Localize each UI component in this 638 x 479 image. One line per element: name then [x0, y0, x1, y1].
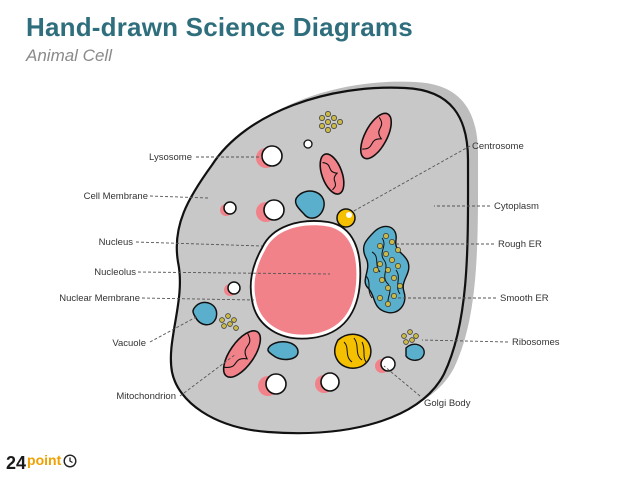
nucleus-group [249, 220, 362, 340]
vacuole-shapes [192, 190, 425, 361]
brand-logo: 24 point [6, 452, 77, 474]
label-centrosome: Centrosome [472, 141, 524, 152]
label-lysosome: Lysosome [149, 152, 192, 163]
ribosome-clusters [219, 111, 419, 345]
golgi-body-shape [334, 333, 372, 369]
endoplasmic-reticulum [362, 225, 410, 314]
label-ribosomes: Ribosomes [512, 337, 560, 348]
label-smooth-er: Smooth ER [500, 293, 549, 304]
label-cytoplasm: Cytoplasm [494, 201, 539, 212]
centrosome-shape [336, 208, 356, 228]
label-golgi-body: Golgi Body [424, 398, 471, 409]
label-mitochondrion: Mitochondrion [116, 391, 176, 402]
label-nucleolus: Nucleolus [94, 267, 136, 278]
page-title: Hand-drawn Science Diagrams [26, 12, 413, 42]
label-vacuole: Vacuole [112, 338, 146, 349]
clock-icon [63, 454, 77, 468]
label-leader-lines [135, 145, 509, 397]
mitochondrion-center-top [319, 153, 345, 195]
label-cell-membrane: Cell Membrane [84, 191, 148, 202]
nucleus-shape [254, 225, 357, 335]
logo-number: 24 [6, 452, 27, 473]
mitochondrion-top-right [359, 112, 393, 160]
label-nuclear-membrane: Nuclear Membrane [59, 293, 140, 304]
logo-word: point [27, 452, 62, 468]
mitochondrion-bottom-left [222, 330, 262, 378]
label-nucleus: Nucleus [99, 237, 134, 248]
lysosome-shapes [220, 139, 396, 396]
label-rough-er: Rough ER [498, 239, 542, 250]
page-subtitle: Animal Cell [26, 46, 112, 65]
